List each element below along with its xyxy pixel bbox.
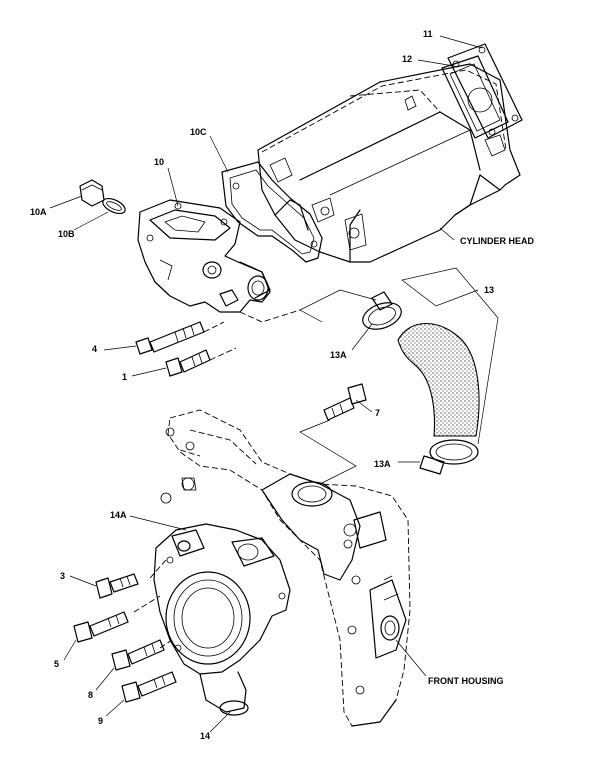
plug-10a bbox=[79, 179, 105, 207]
callout-14: 14 bbox=[200, 731, 211, 741]
thermostat-housing bbox=[137, 199, 271, 313]
water-pump bbox=[153, 523, 291, 716]
leader-lines bbox=[49, 35, 499, 733]
callout-10b: 10B bbox=[58, 229, 75, 239]
callout-8: 8 bbox=[88, 690, 94, 700]
clamp-13a-top bbox=[362, 291, 402, 330]
bolt-3 bbox=[95, 573, 139, 599]
callout-14a: 14A bbox=[110, 510, 127, 520]
clamp-13a-bottom bbox=[419, 439, 479, 475]
bolt-1 bbox=[165, 349, 211, 377]
callout-5: 5 bbox=[54, 659, 60, 669]
callout-13: 13 bbox=[484, 285, 495, 295]
callout-10: 10 bbox=[154, 157, 165, 167]
hose-13 bbox=[397, 322, 480, 437]
o-ring-10b bbox=[102, 197, 126, 215]
callout-12: 12 bbox=[402, 54, 413, 64]
callout-3: 3 bbox=[60, 571, 66, 581]
bolt-4 bbox=[135, 321, 205, 355]
callout-9: 9 bbox=[98, 716, 104, 726]
bolt-8 bbox=[111, 639, 165, 671]
callout-10a: 10A bbox=[30, 207, 47, 217]
bolt-7 bbox=[323, 383, 367, 421]
callout-10c: 10C bbox=[190, 127, 207, 137]
callout-7: 7 bbox=[375, 408, 381, 418]
callout-13a-top: 13A bbox=[330, 350, 347, 360]
callout-1: 1 bbox=[122, 372, 128, 382]
thermostat-gasket bbox=[221, 161, 323, 263]
bolt-5 bbox=[73, 611, 129, 643]
front-housing bbox=[160, 409, 411, 727]
callout-4: 4 bbox=[92, 344, 98, 354]
label-cylinder-head: CYLINDER HEAD bbox=[460, 236, 535, 246]
cover-gasket bbox=[441, 55, 509, 139]
callout-11: 11 bbox=[423, 29, 433, 39]
bolt-9 bbox=[121, 671, 177, 703]
label-front-housing: FRONT HOUSING bbox=[428, 676, 504, 686]
cylinder-head bbox=[257, 63, 521, 263]
callout-13a-bottom: 13A bbox=[374, 459, 391, 469]
